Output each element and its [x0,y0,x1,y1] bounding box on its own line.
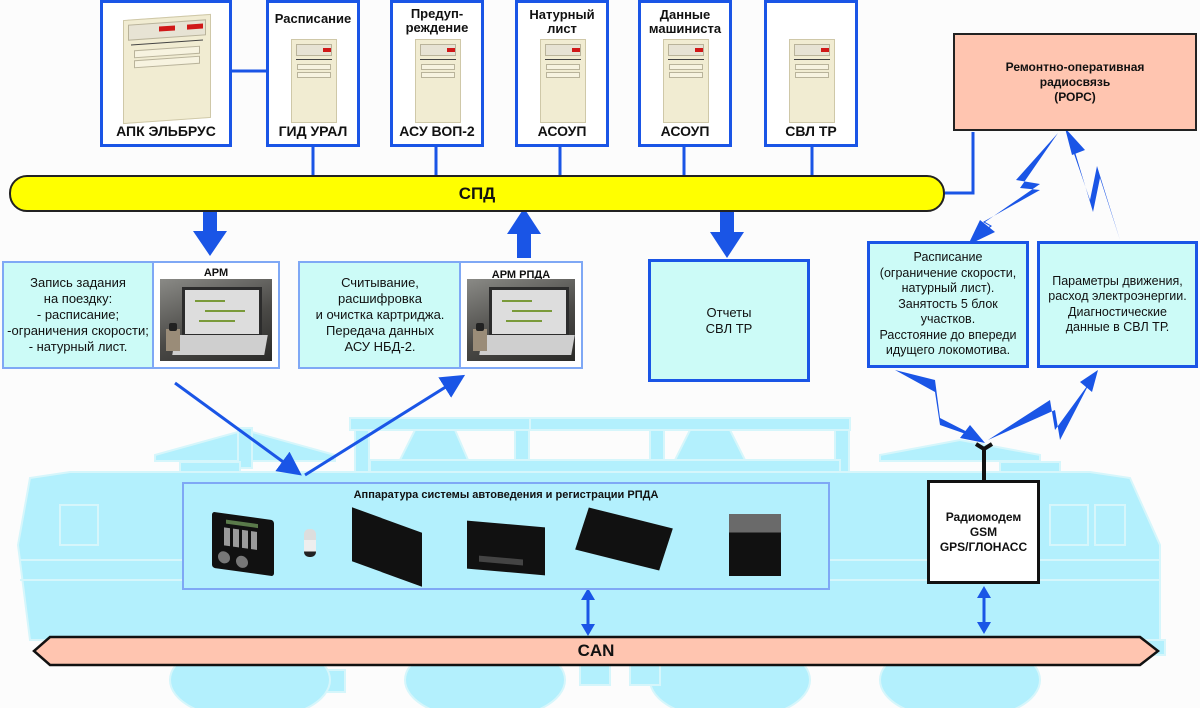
arrow-spd-to-reports [710,210,744,258]
arrow-spd-to-arm-prep [193,210,227,256]
spd-bus [9,175,945,212]
server-elbrus[interactable]: АПК ЭЛЬБРУС [100,0,232,147]
server-label: СВЛ ТР [785,123,837,139]
server-gid-ural[interactable]: Расписание ГИД УРАЛ [266,0,360,147]
radio-downlink-text: Расписание (ограничение скорости, натурн… [879,250,1017,358]
can-bus [32,635,1161,667]
antenna-icon [974,442,994,480]
arm-prep-description-text: Запись задания на поездку: - расписание;… [7,275,149,354]
server-asu-vop2[interactable]: Предуп- реждение АСУ ВОП-2 [390,0,484,147]
arm-rpda-title: АРМ РПДА [491,269,551,281]
server-tower-icon [123,13,211,125]
server-label: АПК ЭЛЬБРУС [116,123,216,139]
rors-box[interactable]: Ремонтно-оперативная радиосвязь (РОРС) [953,33,1197,131]
radiomodem-label: Радиомодем GSM GPS/ГЛОНАСС [939,509,1028,554]
arm-prep-panel[interactable]: АРМ подготовки данных [152,261,280,369]
laptop-photo [467,279,575,361]
radio-downlink-box: Расписание (ограничение скорости, натурн… [867,241,1029,368]
arm-rpda-panel[interactable]: АРМ РПДА [459,261,583,369]
arrow-arm-rpda-to-spd [507,208,541,258]
server-tower-icon [663,39,709,123]
cartridge-icon [304,529,316,557]
link-spd-rors [945,132,975,195]
arm-prep-description: Запись задания на поездку: - расписание;… [2,261,154,369]
device-power-unit-icon [729,514,781,576]
server-label: АСУ ВОП-2 [399,123,475,139]
equipment-panel[interactable]: Аппаратура системы автоведения и регистр… [182,482,830,590]
radio-uplink-box: Параметры движения, расход электроэнерги… [1037,241,1198,368]
server-title: Данные машиниста [648,7,722,36]
server-svl-tr[interactable]: СВЛ ТР [764,0,858,147]
server-label: АСОУП [660,123,710,139]
can-bus-label: CAN [577,641,615,660]
arm-rpda-description: Считывание, расшифровка и очистка картри… [298,261,462,369]
device-interface-box-icon [575,507,673,571]
laptop-photo [160,279,272,361]
lightning-rors-to-down [973,133,1058,240]
device-memory-module-icon [467,520,545,576]
equipment-title: Аппаратура системы автоведения и регистр… [353,489,659,501]
arrow-equipment-to-arm-rpda [304,374,466,477]
server-label: АСОУП [537,123,587,139]
server-asoup-2[interactable]: Данные машиниста АСОУП [638,0,732,147]
arrow-equipment-can [581,588,595,636]
radiomodem-box[interactable]: Радиомодем GSM GPS/ГЛОНАСС [927,480,1040,584]
server-tower-icon [415,39,461,123]
server-label: ГИД УРАЛ [278,123,348,139]
reports-box[interactable]: Отчеты СВЛ ТР [648,259,810,382]
server-tower-icon [540,39,586,123]
device-controller-icon [352,507,422,587]
arm-rpda-description-text: Считывание, расшифровка и очистка картри… [315,275,445,354]
server-title: Расписание [274,11,352,26]
server-title: Предуп- реждение [405,6,469,35]
lightning-antenna-to-up [988,382,1090,440]
radio-uplink-text: Параметры движения, расход электроэнерги… [1048,273,1187,335]
lightning-up-to-rors [1072,148,1120,240]
reports-label: Отчеты СВЛ ТР [705,304,753,336]
arrow-arm-prep-to-equipment [174,381,302,476]
server-asoup-1[interactable]: Натурный лист АСОУП [515,0,609,147]
server-tower-icon [291,39,337,123]
spd-bus-label: СПД [458,184,496,203]
arrow-modem-can [977,586,991,634]
server-title: Натурный лист [529,7,595,36]
rors-label: Ремонтно-оперативная радиосвязь (РОРС) [1005,59,1145,104]
server-tower-icon [789,39,835,123]
device-keypad-unit-icon [212,511,274,577]
